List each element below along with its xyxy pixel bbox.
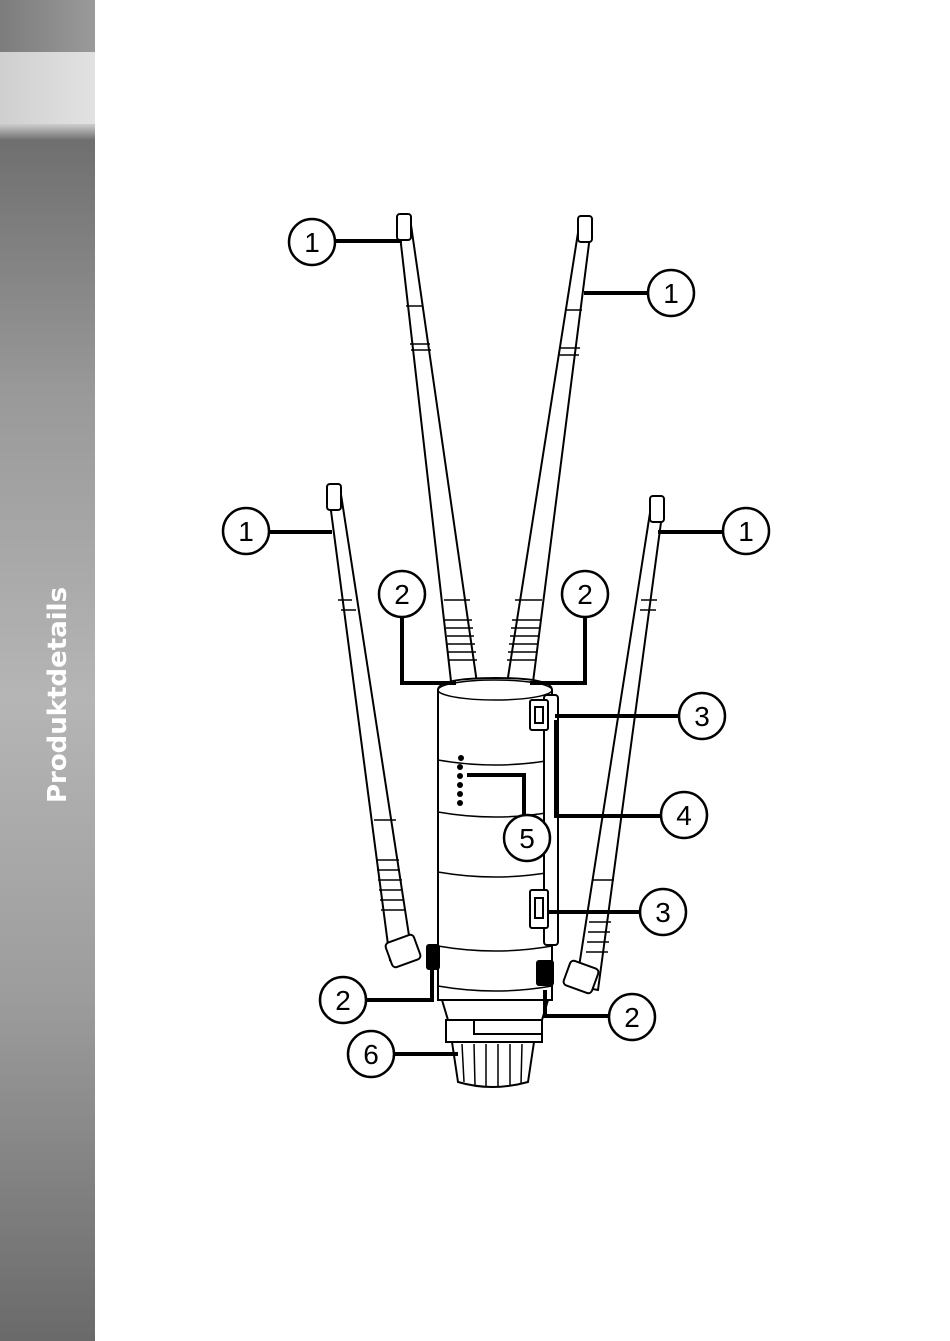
callout-connector-bottom-right: 2 <box>609 994 655 1040</box>
antenna-top-left <box>397 214 478 690</box>
callout-label: 3 <box>694 701 710 732</box>
callout-antenna-mid-left: 1 <box>223 508 269 554</box>
callout-label: 1 <box>238 516 254 547</box>
callout-port-lower: 3 <box>640 889 686 935</box>
callout-label: 2 <box>577 579 593 610</box>
antenna-top-right <box>506 216 592 690</box>
callout-label: 4 <box>676 800 692 831</box>
callout-label: 2 <box>335 985 351 1016</box>
callout-antenna-top-left: 1 <box>289 219 335 265</box>
callout-connector-top-right: 2 <box>562 571 608 617</box>
callout-label: 1 <box>304 227 320 258</box>
antenna-mid-left <box>327 484 422 968</box>
callout-port-upper: 3 <box>679 693 725 739</box>
callout-label: 3 <box>655 897 671 928</box>
callout-label: 1 <box>663 278 679 309</box>
callout-antenna-top-right: 1 <box>648 270 694 316</box>
callout-led-panel: 5 <box>504 815 550 861</box>
callout-label: 6 <box>363 1039 379 1070</box>
callout-label: 5 <box>519 823 535 854</box>
callout-antenna-mid-right: 1 <box>723 508 769 554</box>
callout-label: 2 <box>394 579 410 610</box>
device-body <box>426 678 558 1087</box>
callout-housing-side: 4 <box>661 792 707 838</box>
callout-connector-top-left: 2 <box>379 571 425 617</box>
callout-label: 2 <box>624 1002 640 1033</box>
callout-base-mount: 6 <box>348 1031 394 1077</box>
callout-label: 1 <box>738 516 754 547</box>
callout-connector-bottom-left: 2 <box>320 977 366 1023</box>
